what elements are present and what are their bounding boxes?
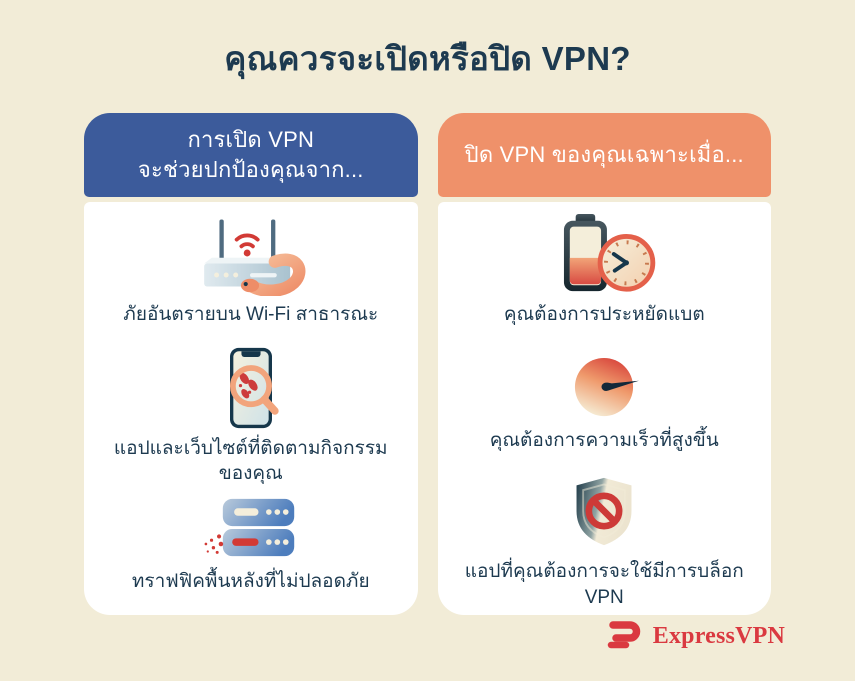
vpn-off-card: ปิด VPN ของคุณเฉพาะเมื่อ... (437, 113, 771, 615)
page-title: คุณควรจะเปิดหรือปิด VPN? (224, 40, 631, 77)
item-label: ทราฟฟิคพื้นหลังที่ไม่ปลอดภัย (131, 570, 370, 592)
item-label: คุณต้องการความเร็วที่สูงขึ้น (489, 429, 719, 451)
expressvpn-logo-icon (605, 618, 643, 655)
vpn-infographic: คุณควรจะเปิดหรือปิด VPN? การเปิด VPN จะช… (0, 40, 855, 649)
battery-clock-icon (551, 212, 657, 296)
list-item: คุณต้องการประหยัดแบต (504, 212, 705, 328)
phone-tracking-icon (215, 346, 287, 430)
item-label: แอปที่คุณต้องการจะใช้มีการบล็อก VPN (464, 561, 744, 608)
item-label: แอปและเว็บไซต์ที่ติดตามกิจกรรม ของคุณ (113, 437, 388, 485)
vpn-off-body: คุณต้องการประหยัดแบต (437, 202, 771, 615)
list-item: ภัยอันตรายบน Wi-Fi สาธารณะ (123, 210, 378, 328)
shield-vpn-blocked-icon (567, 475, 641, 547)
router-snake-icon (188, 210, 313, 296)
brand-name: ExpressVPN (652, 623, 785, 649)
vpn-on-header: การเปิด VPN จะช่วยปกป้องคุณจาก... (84, 113, 418, 197)
vpn-on-card: การเปิด VPN จะช่วยปกป้องคุณจาก... (84, 113, 418, 615)
item-label: ภัยอันตรายบน Wi-Fi สาธารณะ (123, 304, 379, 325)
list-item: แอปที่คุณต้องการจะใช้มีการบล็อก VPN (465, 475, 744, 610)
vpn-on-body: ภัยอันตรายบน Wi-Fi สาธารณะ (84, 202, 418, 615)
cards-row: การเปิด VPN จะช่วยปกป้องคุณจาก... (0, 113, 855, 615)
vpn-off-header: ปิด VPN ของคุณเฉพาะเมื่อ... (437, 113, 771, 197)
speedometer-icon (562, 356, 646, 418)
brand-logo: ExpressVPN (605, 618, 785, 655)
list-item: ทราฟฟิคพื้นหลังที่ไม่ปลอดภัย (132, 497, 370, 595)
server-leak-icon (195, 497, 307, 559)
list-item: แอปและเว็บไซต์ที่ติดตามกิจกรรม ของคุณ (114, 346, 388, 487)
list-item: คุณต้องการความเร็วที่สูงขึ้น (490, 356, 719, 454)
item-label: คุณต้องการประหยัดแบต (503, 304, 705, 325)
